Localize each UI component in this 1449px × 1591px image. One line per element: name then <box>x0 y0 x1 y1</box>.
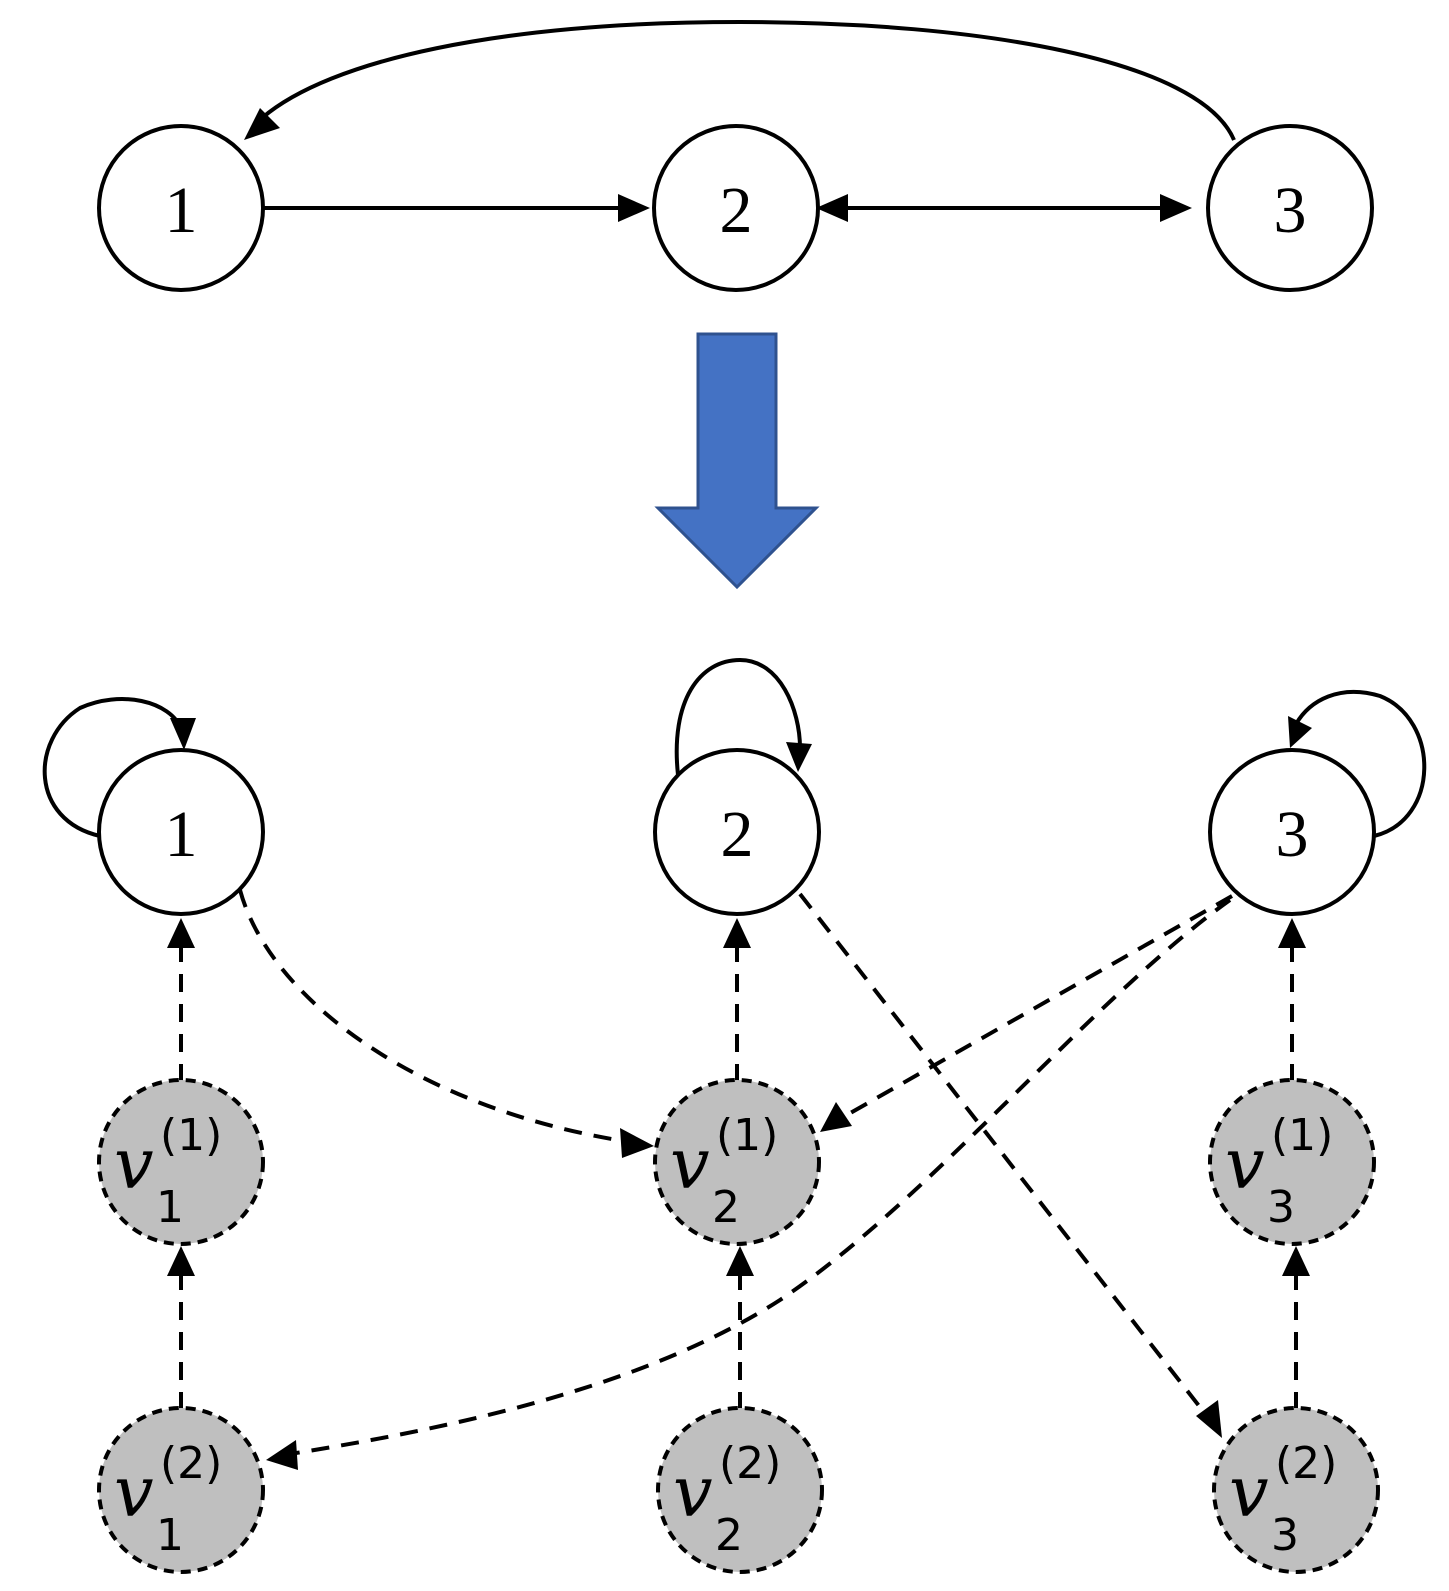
aux-node-v1_1: v 1 (1) <box>97 1078 265 1246</box>
arrowhead-v2_1-to-2 <box>723 918 751 948</box>
aux-node-v2_2-base: v <box>673 1451 713 1533</box>
aux-node-v3_2-sup: (2) <box>1275 1438 1337 1489</box>
top-node-2: 2 <box>652 124 820 292</box>
dashed-edge-3-to-v1_2 <box>289 898 1232 1456</box>
arrowhead-edge-2-to-3 <box>1160 194 1192 222</box>
aux-node-v3_2-sub: 3 <box>1271 1510 1299 1561</box>
arrowhead-1-to-v2_1 <box>620 1128 654 1158</box>
dashed-edge-3-to-v2_1 <box>837 894 1233 1122</box>
arrowhead-v2_2-to-v2_1 <box>726 1246 754 1276</box>
dashed-edge-1-to-v2_1 <box>238 889 631 1144</box>
bottom-node-1: 1 <box>97 748 265 916</box>
aux-node-v1_1-base: v <box>114 1123 154 1205</box>
arrowhead-v1_2-to-v1_1 <box>167 1246 195 1276</box>
aux-node-v3_1-base: v <box>1225 1123 1265 1205</box>
aux-node-v1_2-sup: (2) <box>160 1438 222 1489</box>
transform-down-arrow <box>654 332 820 590</box>
bottom-node-2-label: 2 <box>721 798 754 871</box>
aux-node-v2_1-sup: (1) <box>716 1110 778 1161</box>
aux-node-v3_1: v 3 (1) <box>1208 1078 1376 1246</box>
dashed-edge-2-to-v3_2 <box>798 892 1212 1422</box>
arrowhead-2-to-v3_2 <box>1196 1400 1222 1438</box>
edge-3-to-1-curved <box>260 19 1236 141</box>
top-node-3: 3 <box>1206 124 1374 292</box>
self-loop-node-3 <box>1288 690 1427 838</box>
top-node-3-label: 3 <box>1274 174 1307 247</box>
aux-node-v2_2: v 2 (2) <box>656 1406 824 1574</box>
aux-node-v1_2-base: v <box>114 1451 154 1533</box>
top-node-1: 1 <box>97 124 265 292</box>
aux-node-v2_1-sub: 2 <box>712 1182 740 1233</box>
aux-node-v2_2-sup: (2) <box>719 1438 781 1489</box>
aux-node-v2_2-sub: 2 <box>715 1510 743 1561</box>
arrowhead-v3_1-to-3 <box>1278 918 1306 948</box>
aux-node-v1_2-sub: 1 <box>156 1510 184 1561</box>
self-loop-node-2 <box>674 657 812 776</box>
top-node-1-label: 1 <box>165 174 198 247</box>
arrowhead-edge-3-to-1 <box>244 108 280 140</box>
aux-node-v1_2: v 1 (2) <box>97 1406 265 1574</box>
bottom-node-1-label: 1 <box>165 798 198 871</box>
arrowhead-edge-3-to-2 <box>816 194 848 222</box>
aux-node-v2_1: v 2 (1) <box>653 1078 821 1246</box>
bottom-graph: 1 2 3 v 1 (1) v 2 (1) v 3 (1) <box>42 657 1427 1574</box>
aux-node-v3_2-base: v <box>1229 1451 1269 1533</box>
bottom-node-2: 2 <box>653 748 821 916</box>
top-graph: 1 2 3 <box>97 19 1374 292</box>
aux-node-v3_1-sub: 3 <box>1267 1182 1295 1233</box>
arrowhead-v3_2-to-v3_1 <box>1282 1246 1310 1276</box>
arrowhead-v1_1-to-1 <box>167 918 195 948</box>
top-node-2-label: 2 <box>720 174 753 247</box>
aux-node-v1_1-sub: 1 <box>156 1182 184 1233</box>
arrowhead-edge-1-to-2 <box>618 194 650 222</box>
self-loop-node-1 <box>42 697 196 838</box>
aux-node-v2_1-base: v <box>670 1123 710 1205</box>
arrowhead-3-to-v2_1 <box>820 1102 852 1132</box>
aux-node-v1_1-sup: (1) <box>160 1110 222 1161</box>
arrowhead-3-to-v1_2 <box>266 1440 298 1470</box>
bottom-node-3: 3 <box>1208 748 1376 916</box>
aux-node-v3_1-sup: (1) <box>1271 1110 1333 1161</box>
aux-node-v3_2: v 3 (2) <box>1212 1406 1380 1574</box>
bottom-node-3-label: 3 <box>1276 798 1309 871</box>
